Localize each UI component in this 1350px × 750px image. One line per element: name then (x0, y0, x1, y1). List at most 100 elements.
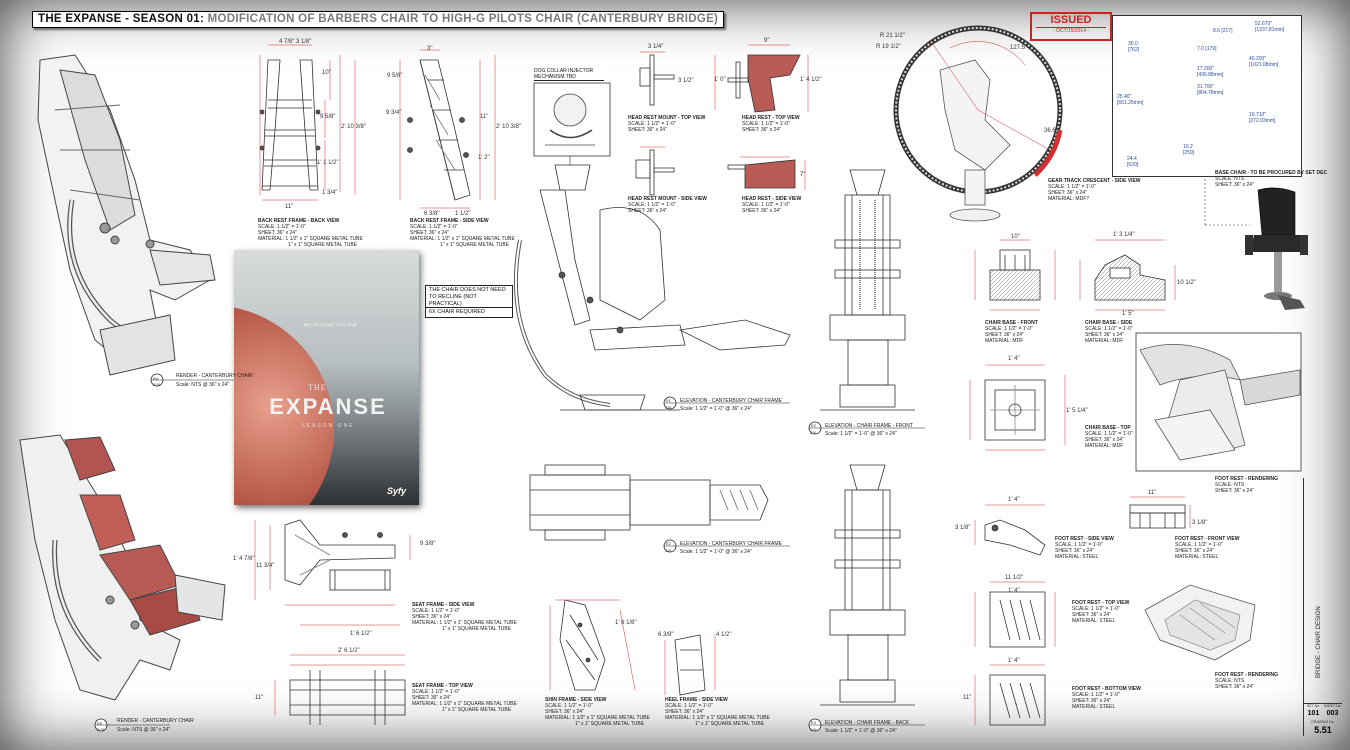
base-chair-caption: BASE CHAIR - TO BE PROCURED BY SET DEC S… (1215, 170, 1327, 188)
elev1-callout (663, 396, 790, 410)
back-rest-back-sheet: SHEET: 36" x 24" (258, 230, 297, 236)
elev3-label: ELEVATION - CHAIR FRAME - BACK (825, 720, 910, 726)
foot-rest-side-scale: SCALE: 1 1/2" = 1'-0" (1055, 542, 1103, 548)
head-mount-side-caption: HEAD REST MOUNT - SIDE VIEW SCALE: 1 1/2… (628, 196, 707, 214)
head-mount-top-title: HEAD REST MOUNT - TOP VIEW (628, 115, 706, 121)
dim-34: 6 3/8" (658, 632, 674, 638)
issued-stamp: ISSUED - OCT/15/2014 - (1030, 12, 1112, 41)
foot-rest-top-title: FOOT REST - TOP VIEW (1072, 600, 1130, 606)
dim-25: R 19 1/2" (876, 44, 901, 50)
back-rest-back-dims (259, 44, 356, 201)
shin-caption: SHIN FRAME - SIDE VIEW SCALE: 1 1/2" = 1… (545, 697, 650, 727)
head-mount-side-title: HEAD REST MOUNT - SIDE VIEW (628, 196, 707, 202)
elev2-label: ELEVATION - CHAIR FRAME - FRONT (825, 423, 913, 429)
chair-base-side-sheet: SHEET: 36" x 24" (1085, 332, 1124, 338)
foot-rest-side-caption: FOOT REST - SIDE VIEW SCALE: 1 1/2" = 1'… (1055, 536, 1114, 560)
dim-42: 1' 4" (1008, 497, 1020, 503)
render1-label: RENDER - CANTERBURY CHAIR (176, 373, 253, 379)
dim-7: 1 3/4" (322, 190, 338, 196)
elev4-num: E2 (666, 541, 671, 546)
dim-13: 2' 10 3/8" (496, 124, 521, 130)
chair-base-side-title: CHAIR BASE - SIDE (1085, 320, 1133, 326)
title-block-divider (1304, 703, 1342, 704)
chair-base-top-sheet: SHEET: 36" x 24" (1085, 437, 1124, 443)
ref-dim-7: 31.700" [804.78mm] (1197, 84, 1224, 96)
shin-material2: 1" x 1" SQUARE METAL TUBE (575, 721, 645, 727)
foot-rest-render2-title: FOOT REST - RENDERING (1215, 672, 1279, 678)
heel-material: MATERIAL: 1 1/2" x 1" SQUARE METAL TUBE (665, 715, 770, 721)
back-rest-side-material: MATERIAL: 1 1/2" x 1" SQUARE METAL TUBE (410, 236, 515, 242)
dim-5: 2' 10 3/8" (341, 124, 366, 130)
dim-39: 1' 5" (1122, 311, 1134, 317)
elevation-canterbury-frame-drawing (513, 164, 791, 411)
head-rest-drawings (635, 44, 809, 196)
dim-41: 1' 5 1/4" (1066, 408, 1088, 414)
foot-rest-render1-title: FOOT REST - RENDERING (1215, 476, 1279, 482)
poster-pre: THE (308, 383, 327, 392)
seat-top-material: MATERIAL: 1 1/2" x 1" SQUARE METAL TUBE (412, 701, 517, 707)
base-chair-title: BASE CHAIR - TO BE PROCURED BY SET DEC (1215, 170, 1328, 176)
dim-24: R 21 1/2" (880, 33, 905, 39)
poster-tagline: WE'VE GONE TOO FAR (304, 322, 357, 327)
dim-48: 11" (963, 695, 972, 701)
elev2-num: E2 (811, 423, 816, 428)
elevation-back-drawing (820, 464, 915, 706)
dim-45: 3 1/8" (1192, 520, 1208, 526)
elev4-label: ELEVATION - CANTERBURY CHAIR FRAME (680, 541, 782, 547)
chair-base-side-material: MATERIAL: MDF (1085, 338, 1124, 344)
gear-track-sheet: SHEET: 36" x 24" (1048, 190, 1087, 196)
elev1-num: E1 (666, 398, 671, 403)
foot-rest-render2-sheet: SHEET: 36" x 24" (1215, 684, 1254, 690)
elev2-callout (808, 421, 925, 435)
title-block-sheet-no: 5.51 (1314, 725, 1332, 735)
ref-dim-3: 30.0 [762] (1128, 41, 1140, 53)
head-mount-side-scale: SCALE: 1 1/2" = 1'-0" (628, 202, 676, 208)
elev2-scale: Scale: 1 1/2" = 1'-0" @ 36" x 24" (825, 431, 897, 437)
chair-base-top-scale: SCALE: 1 1/2" = 1'-0" (1085, 431, 1133, 437)
render2-sheet: 3.51 (97, 727, 105, 732)
render2-scale: Scale: NTS @ 36" x 24" (117, 727, 171, 733)
render2-label: RENDER - CANTERBURY CHAIR (117, 718, 194, 724)
head-mount-top-sheet: SHEET: 36" x 24" (628, 127, 667, 133)
dim-22: 7" (800, 172, 806, 178)
dim-44: 3 1/8" (955, 525, 971, 531)
dim-2: 3 1/8" (296, 39, 312, 45)
dim-40: 1' 4" (1008, 356, 1020, 362)
base-chair-scale: SCALE: NTS (1215, 176, 1245, 182)
chair-base-front-title: CHAIR BASE - FRONT (985, 320, 1038, 326)
gear-track-caption: GEAR TRACK CRESCENT - SIDE VIEW SCALE: 1… (1048, 178, 1141, 202)
foot-rest-bottom-caption: FOOT REST - BOTTOM VIEW SCALE: 1 1/2" = … (1072, 686, 1141, 710)
head-rest-top-scale: SCALE: 1 1/2" = 1'-0" (742, 121, 790, 127)
poster-season: SEASON ONE (301, 423, 355, 429)
head-mount-top-caption: HEAD REST MOUNT - TOP VIEW SCALE: 1 1/2"… (628, 115, 705, 133)
back-rest-back-material: MATERIAL: 1 1/2" x 1" SQUARE METAL TUBE (258, 236, 363, 242)
ref-dim-1: 52.670" [1337.81mm] (1255, 21, 1285, 33)
ref-dim-9: 10.710" [272.03mm] (1249, 112, 1276, 124)
gear-track-crescent-drawing (893, 25, 1063, 222)
foot-rest-front-material: MATERIAL: STEEL (1175, 554, 1219, 560)
foot-rest-top-material: MATERIAL: STEEL (1072, 618, 1116, 624)
dim-30: 1' 6 1/2" (350, 631, 372, 637)
dim-43: 11" (1148, 490, 1157, 496)
dim-27: 9 3/8" (420, 541, 436, 547)
dim-23: 127.5° (1010, 45, 1028, 51)
dim-31: 2' 6 1/2" (338, 648, 360, 654)
elev1-label: ELEVATION - CANTERBURY CHAIR FRAME (680, 398, 782, 404)
expanse-poster: WE'VE GONE TOO FAR THE EXPANSE SEASON ON… (234, 250, 419, 505)
elev3-sheet: 3.51 (810, 728, 817, 732)
back-rest-side-scale: SCALE: 1 1/2" = 1'-0" (410, 224, 458, 230)
foot-rest-side-drawing (984, 519, 1046, 556)
foot-rest-front-title: FOOT REST - FRONT VIEW (1175, 536, 1240, 542)
title-block-set: 101 (1307, 710, 1320, 717)
dim-36: 10" (1011, 234, 1020, 240)
seat-side-sheet: SHEET: 36" x 24" (412, 614, 451, 620)
dim-15: 6 3/8" (424, 211, 440, 217)
back-rest-back-scale: SCALE: 1 1/2" = 1'-0" (258, 224, 306, 230)
heel-caption: HEEL FRAME - SIDE VIEW SCALE: 1 1/2" = 1… (665, 697, 770, 727)
head-rest-top-title: HEAD REST - TOP VIEW (742, 115, 800, 121)
back-rest-back-material2: 1" x 1" SQUARE METAL TUBE (288, 242, 358, 248)
shin-scale: SCALE: 1 1/2" = 1'-0" (545, 703, 593, 709)
title-block-sheet-of: 003 (1326, 710, 1339, 717)
back-rest-back-view-drawing (259, 59, 321, 191)
gear-track-title: GEAR TRACK CRESCENT - SIDE VIEW (1048, 178, 1141, 184)
